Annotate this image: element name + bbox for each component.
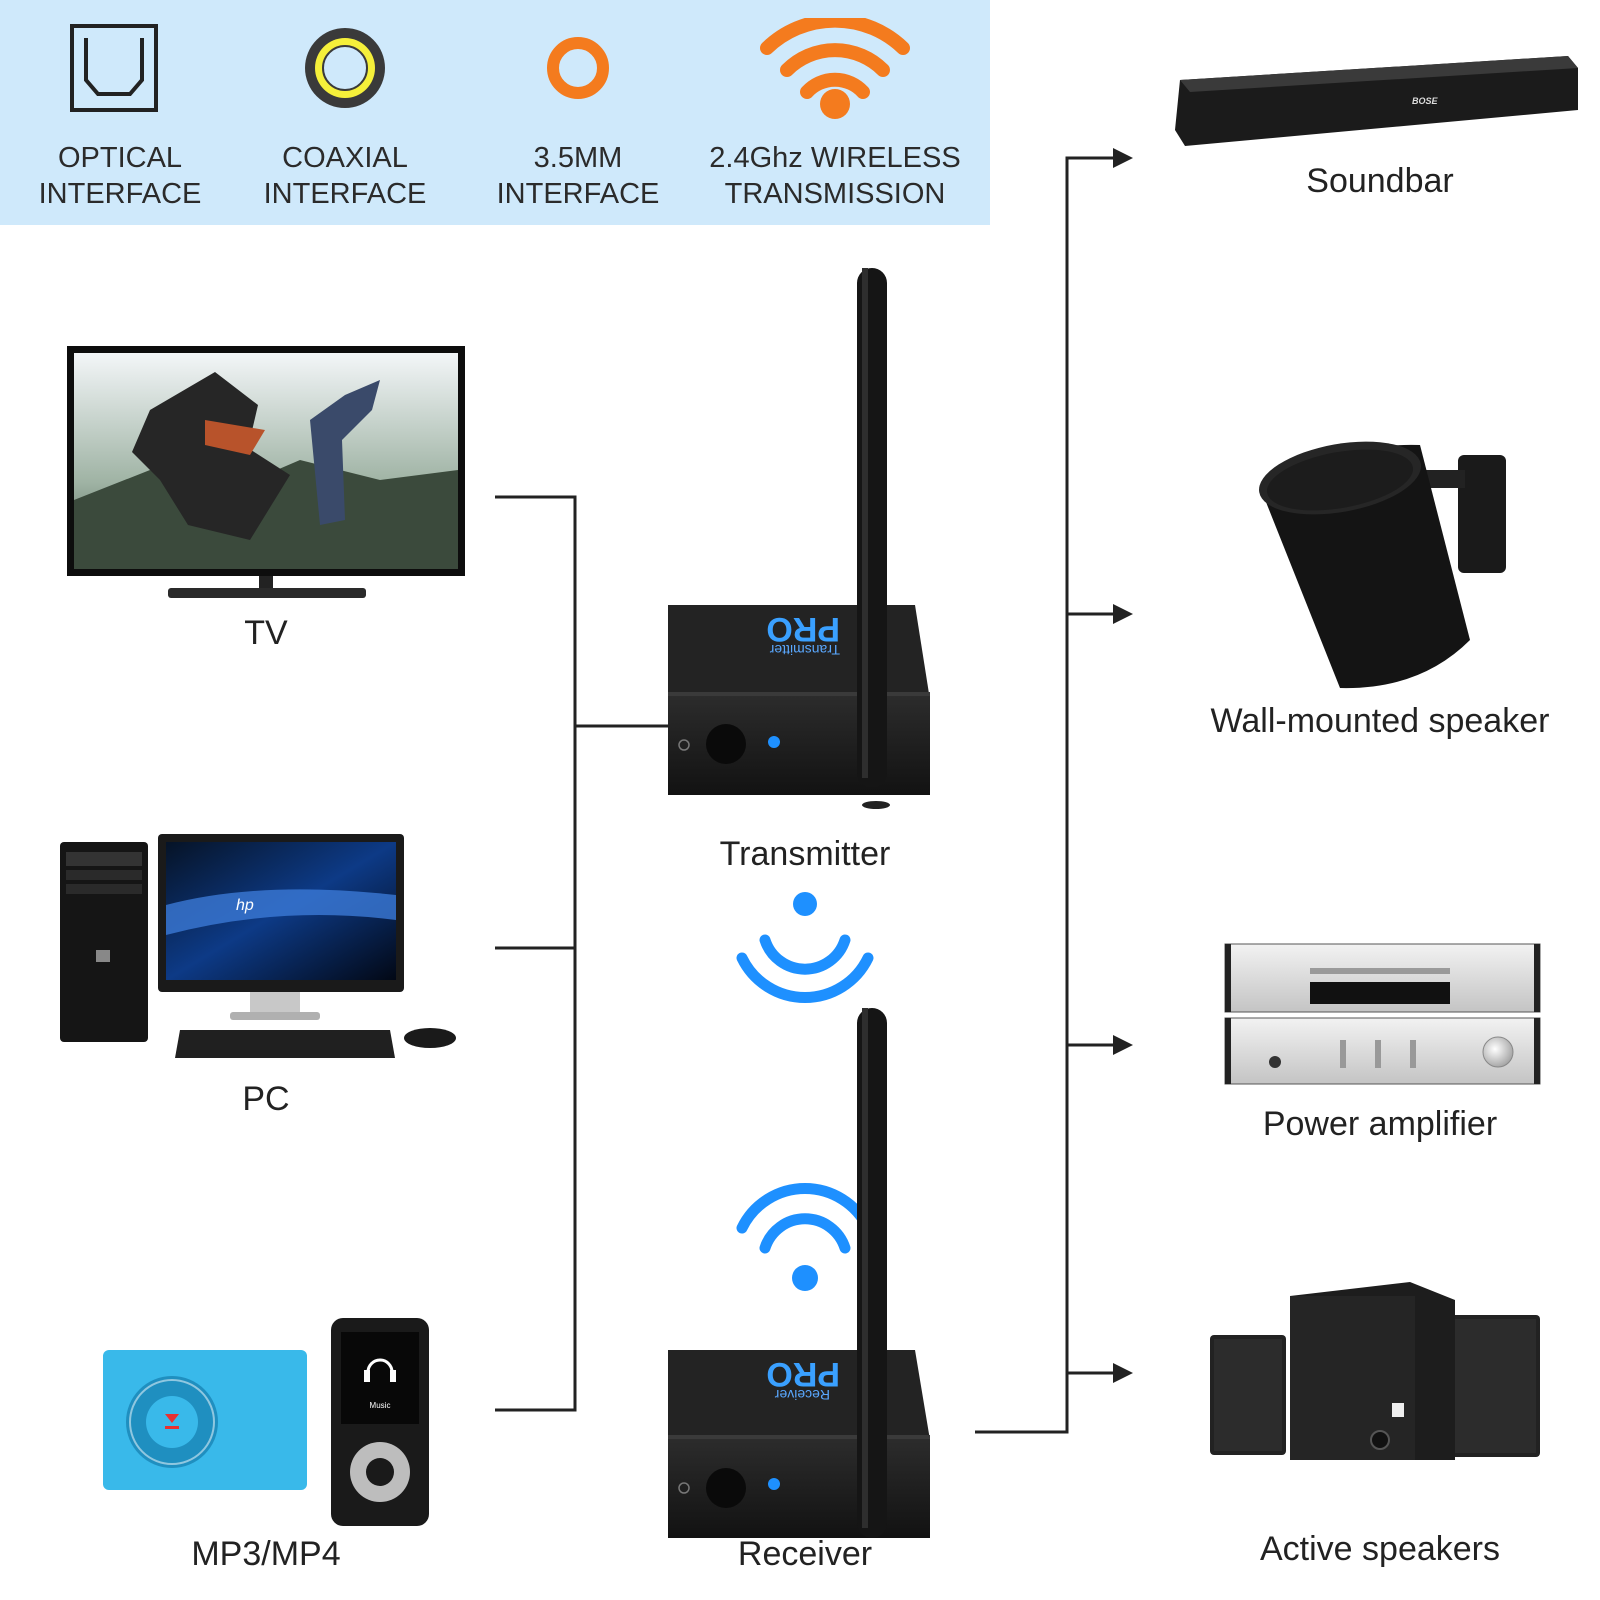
feature-label-line2: INTERFACE bbox=[496, 178, 660, 210]
pc-label: PC bbox=[242, 1080, 290, 1118]
mp4-screen-text: Music bbox=[370, 1401, 391, 1410]
transmitter-device-text: Transmitter bbox=[769, 642, 840, 658]
feature-label-line1: COAXIAL bbox=[282, 142, 408, 174]
feature-label-line2: TRANSMISSION bbox=[724, 178, 946, 210]
wifi-icon bbox=[760, 18, 910, 119]
pc-brand-text: hp bbox=[236, 897, 254, 914]
feature-label-line1: OPTICAL bbox=[57, 142, 183, 174]
power-amplifier-image bbox=[1224, 943, 1541, 1085]
arrow-right-icon bbox=[1113, 148, 1133, 168]
soundbar-brand-text: BOSE bbox=[1412, 96, 1439, 106]
wall-speaker-image bbox=[1259, 441, 1506, 689]
feature-label-line1: 2.4Ghz WIRELESS bbox=[709, 142, 961, 174]
transmitter-device: PRO Transmitter bbox=[668, 268, 930, 809]
active-speakers-image bbox=[1210, 1282, 1540, 1460]
feature-coaxial: COAXIAL INTERFACE bbox=[225, 0, 465, 225]
pc-image: hp bbox=[60, 834, 456, 1058]
soundbar-image: BOSE bbox=[1175, 56, 1578, 146]
feature-label-line1: 3.5MM bbox=[533, 142, 623, 174]
receiver-device-text: Receiver bbox=[774, 1387, 830, 1403]
coaxial-port-icon bbox=[305, 28, 385, 108]
source-connector-lines bbox=[495, 495, 668, 1412]
receiver-device: PRO Receiver bbox=[668, 1008, 930, 1538]
optical-port-icon bbox=[70, 24, 158, 112]
arrow-right-icon bbox=[1113, 1363, 1133, 1383]
feature-wireless: 2.4Ghz WIRELESS TRANSMISSION bbox=[705, 0, 965, 225]
interface-banner: OPTICAL INTERFACE COAXIAL INTERFACE 3.5M… bbox=[0, 0, 990, 225]
output-connector-lines bbox=[975, 156, 1115, 1434]
wall-speaker-label: Wall-mounted speaker bbox=[1210, 702, 1550, 740]
transmitter-brand-text: PRO bbox=[766, 610, 840, 648]
jack-3-5mm-icon bbox=[547, 37, 609, 99]
feature-label-line2: INTERFACE bbox=[263, 178, 427, 210]
transmitter-label: Transmitter bbox=[719, 835, 891, 873]
wireless-signal-down-icon bbox=[736, 892, 874, 1003]
receiver-brand-text: PRO bbox=[766, 1355, 840, 1393]
mp3-mp4-image: Music bbox=[103, 1318, 429, 1526]
soundbar-label: Soundbar bbox=[1306, 162, 1454, 200]
tv-label: TV bbox=[244, 614, 288, 652]
output-arrowheads bbox=[1113, 148, 1133, 1383]
arrow-right-icon bbox=[1113, 604, 1133, 624]
wireless-signal-up-icon bbox=[736, 1183, 874, 1291]
power-amplifier-label: Power amplifier bbox=[1262, 1105, 1498, 1143]
feature-label-line2: INTERFACE bbox=[38, 178, 202, 210]
active-speakers-label: Active speakers bbox=[1260, 1530, 1500, 1568]
receiver-label: Receiver bbox=[737, 1535, 873, 1573]
arrow-right-icon bbox=[1113, 1035, 1133, 1055]
tv-image bbox=[67, 346, 465, 598]
mp3-mp4-label: MP3/MP4 bbox=[191, 1535, 341, 1573]
feature-optical: OPTICAL INTERFACE bbox=[0, 0, 240, 225]
feature-3-5mm: 3.5MM INTERFACE bbox=[458, 0, 698, 225]
